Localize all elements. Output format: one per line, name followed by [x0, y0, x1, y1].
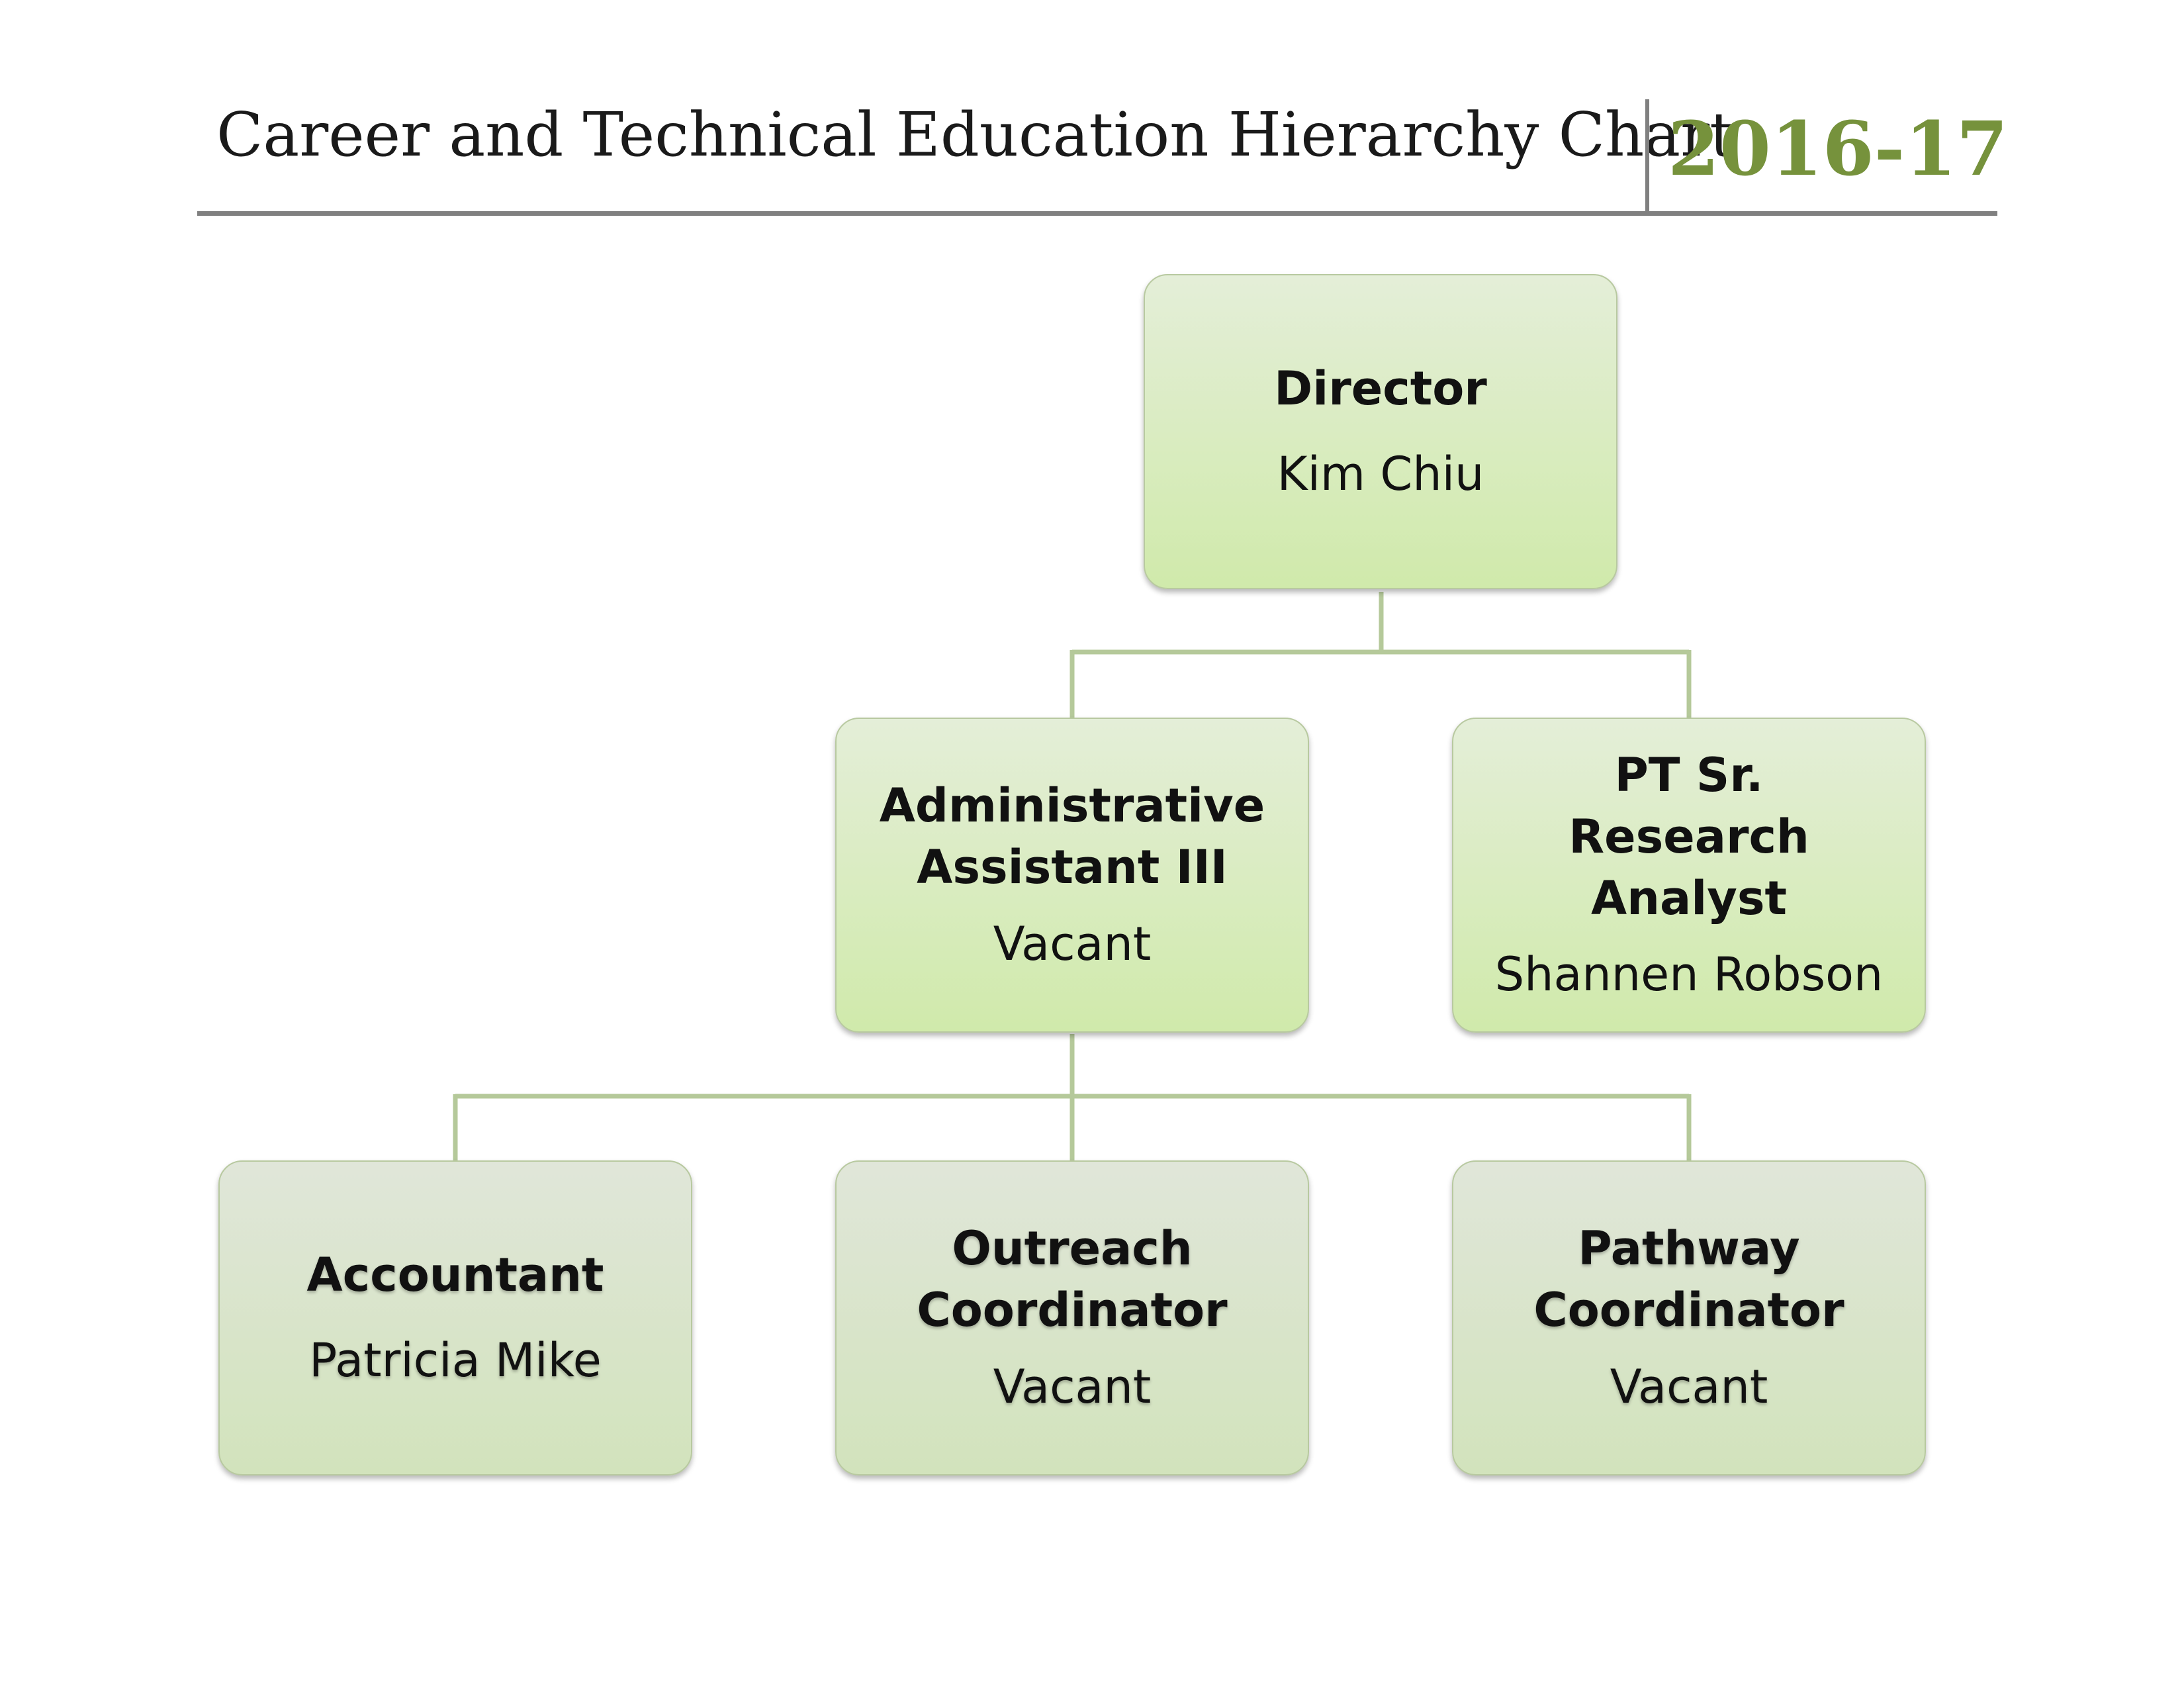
person-name: Kim Chiu	[1277, 447, 1484, 501]
org-node-outreach-coordinator: Outreach Coordinator Vacant	[835, 1160, 1309, 1476]
header-divider	[1645, 99, 1649, 216]
position-title: Outreach Coordinator	[917, 1221, 1228, 1338]
position-title: Accountant	[306, 1247, 604, 1302]
person-name: Shannen Robson	[1494, 947, 1884, 1002]
position-title: PT Sr. Research Analyst	[1569, 747, 1809, 925]
position-title: Director	[1274, 361, 1487, 416]
org-node-pathway-coordinator: Pathway Coordinator Vacant	[1452, 1160, 1926, 1476]
year-label: 2016-17	[1668, 106, 2009, 193]
person-name: Patricia Mike	[309, 1333, 602, 1387]
org-node-research-analyst: PT Sr. Research Analyst Shannen Robson	[1452, 718, 1926, 1033]
person-name: Vacant	[993, 1359, 1152, 1414]
org-node-admin-assistant: Administrative Assistant III Vacant	[835, 718, 1309, 1033]
position-title: Administrative Assistant III	[879, 778, 1265, 895]
person-name: Vacant	[1610, 1359, 1768, 1414]
org-node-director: Director Kim Chiu	[1144, 274, 1617, 589]
header-rule	[197, 211, 1997, 216]
page-title: Career and Technical Education Hierarchy…	[216, 99, 1735, 170]
person-name: Vacant	[993, 916, 1152, 971]
position-title: Pathway Coordinator	[1533, 1221, 1844, 1338]
org-node-accountant: Accountant Patricia Mike	[218, 1160, 692, 1476]
